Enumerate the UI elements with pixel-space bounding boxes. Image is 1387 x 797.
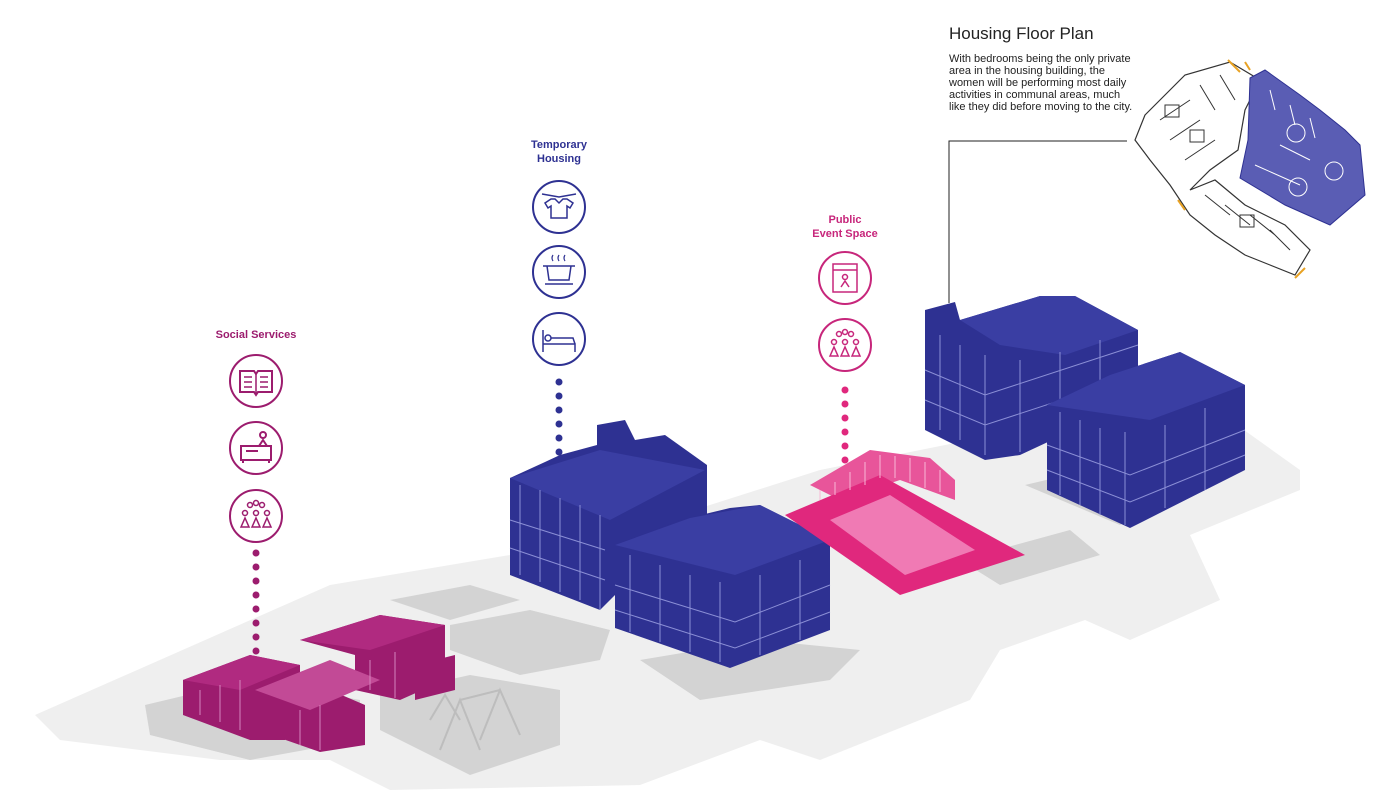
temporary-housing-building-east[interactable] (614, 505, 831, 668)
playground-swings (429, 687, 521, 751)
temporary-housing-line1: Temporary (530, 139, 588, 151)
social-services-label: Social Services (196, 328, 316, 342)
open-book-icon (229, 354, 283, 408)
public-event-space-label: Public Event Space (795, 213, 895, 241)
site-pad (960, 530, 1100, 585)
public-event-space[interactable] (785, 450, 1025, 595)
public-event-line1: Public (828, 214, 862, 226)
temporary-housing-connector (555, 378, 563, 456)
cooking-pot-icon (532, 245, 586, 299)
temporary-housing-building-west[interactable] (509, 420, 707, 610)
public-event-line2: Event Space (812, 228, 878, 240)
social-services-text: Social Services (215, 329, 297, 341)
site-pad (450, 610, 610, 675)
cabinet-person-icon (818, 251, 872, 305)
floor-plan-description: With bedrooms being the only private are… (949, 53, 1133, 113)
group-of-people-icon (818, 318, 872, 372)
group-of-people-icon (229, 489, 283, 543)
social-services-building[interactable] (183, 615, 455, 752)
public-event-connector (841, 386, 849, 464)
social-services-connector (252, 549, 260, 655)
clothesline-shirt-icon (532, 180, 586, 234)
desk-person-icon (229, 421, 283, 475)
housing-floor-plan-drawing (1134, 59, 1366, 279)
temporary-housing-label: Temporary Housing (509, 138, 609, 166)
site-pad (390, 585, 520, 620)
housing-building-south[interactable] (1046, 352, 1246, 528)
temporary-housing-line2: Housing (537, 153, 581, 165)
floor-plan-leader-line (948, 140, 1127, 303)
bed-icon (532, 312, 586, 366)
floor-plan-title: Housing Floor Plan (949, 24, 1094, 43)
